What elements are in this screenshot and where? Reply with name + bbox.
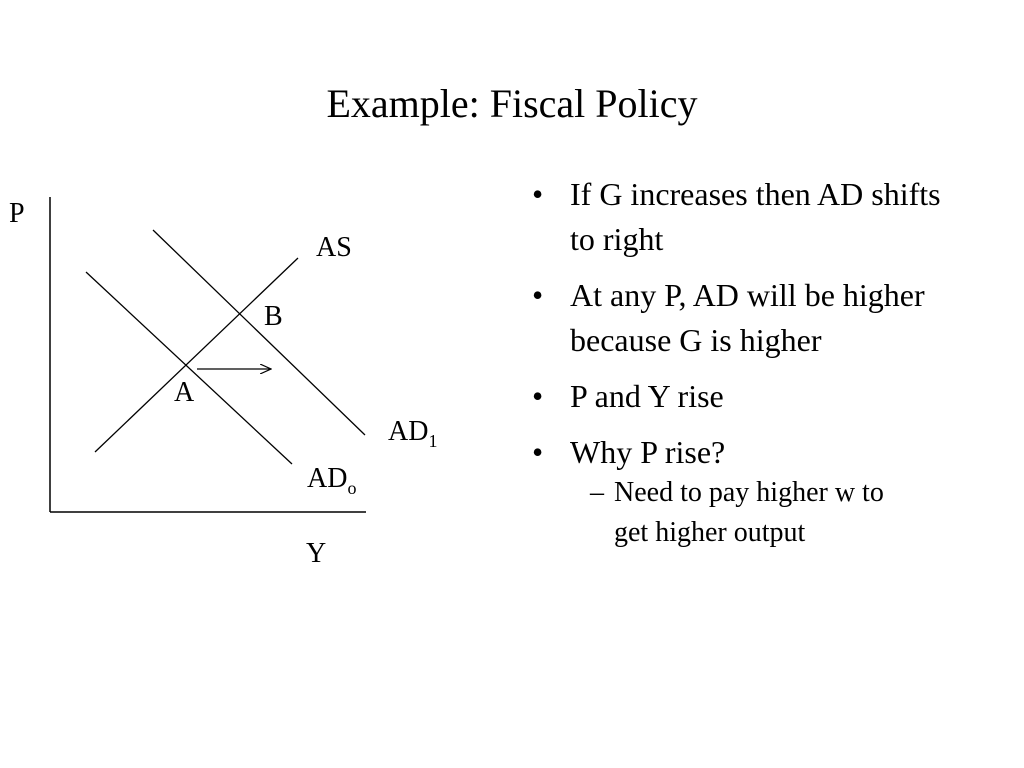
y-axis-label: P — [9, 198, 25, 229]
bullet-text: Why P rise? — [570, 434, 726, 470]
ad0-subscript: o — [347, 478, 356, 498]
point-b-label: B — [264, 301, 283, 332]
bullet-text: P and Y rise — [570, 378, 724, 414]
ad1-subscript: 1 — [428, 431, 437, 451]
sub-bullet-list: – Need to pay higher w to get higher out… — [570, 473, 970, 553]
bullet-marker: • — [532, 378, 544, 414]
bullet-marker: • — [532, 277, 544, 313]
bullet-marker: • — [532, 176, 544, 212]
ad1-curve — [152, 229, 366, 436]
sub-bullet-text: Need to pay higher w to get higher outpu… — [614, 477, 884, 548]
as-curve-label: AS — [316, 232, 352, 263]
x-axis-label: Y — [306, 538, 326, 569]
as-curve — [94, 257, 299, 453]
ad0-curve-label: ADo — [307, 463, 356, 498]
bullet-item: • Why P rise? – Need to pay higher w to … — [530, 430, 970, 553]
slide-title: Example: Fiscal Policy — [326, 81, 698, 126]
bullet-text: If G increases then AD shifts to right — [570, 176, 941, 257]
bullet-item: • P and Y rise — [530, 374, 970, 419]
bullet-text: At any P, AD will be higher because G is… — [570, 277, 925, 358]
bullet-marker: • — [532, 434, 544, 470]
ad1-curve-label: AD1 — [388, 416, 437, 451]
bullet-item: • At any P, AD will be higher because G … — [530, 273, 970, 363]
sub-bullet-item: – Need to pay higher w to get higher out… — [570, 473, 970, 553]
ad0-curve — [85, 271, 293, 465]
sub-bullet-marker: – — [590, 477, 604, 508]
bullet-list: • If G increases then AD shifts to right… — [530, 172, 970, 564]
bullet-item: • If G increases then AD shifts to right — [530, 172, 970, 262]
point-a-label: A — [174, 377, 195, 408]
